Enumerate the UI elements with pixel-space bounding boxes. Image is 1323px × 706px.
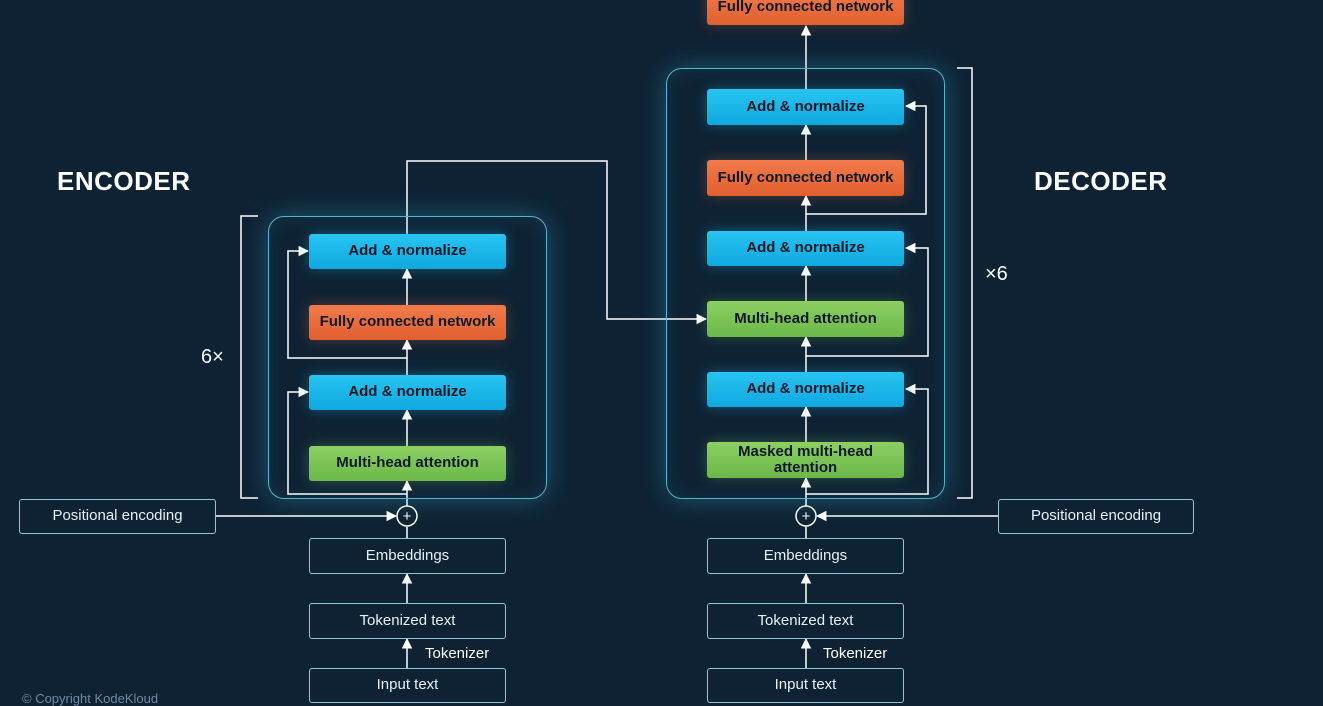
encoder-input-text: Input text <box>309 668 506 703</box>
encoder-positional-encoding: Positional encoding <box>19 499 216 534</box>
decoder-add-normalize-2: Add & normalize <box>707 231 904 266</box>
encoder-embeddings: Embeddings <box>309 538 506 574</box>
decoder-masked-multi-head-attention: Masked multi-head attention <box>707 442 904 478</box>
encoder-repeat-bracket <box>240 215 258 499</box>
decoder-repeat-count: ×6 <box>985 263 1008 285</box>
decoder-positional-encoding: Positional encoding <box>998 499 1194 534</box>
decoder-repeat-bracket <box>957 67 973 499</box>
decoder-tokenizer-label: Tokenizer <box>823 645 888 662</box>
encoder-add-normalize-bottom: Add & normalize <box>309 375 506 410</box>
encoder-heading: ENCODER <box>57 166 191 196</box>
decoder-sum-symbol: + <box>802 508 811 525</box>
encoder-tokenized-text: Tokenized text <box>309 603 506 639</box>
encoder-sum-node: + <box>396 505 418 527</box>
decoder-input-text: Input text <box>707 668 904 703</box>
encoder-repeat-count: 6× <box>201 346 224 368</box>
edge-dec-residual-2 <box>806 242 929 357</box>
decoder-add-normalize-3: Add & normalize <box>707 89 904 125</box>
decoder-fully-connected-network: Fully connected network <box>707 160 904 196</box>
copyright-watermark: © Copyright KodeKloud <box>22 691 159 706</box>
encoder-fully-connected-network: Fully connected network <box>309 305 506 340</box>
decoder-tokenized-text: Tokenized text <box>707 603 904 639</box>
encoder-add-normalize-top: Add & normalize <box>309 234 506 269</box>
encoder-tokenizer-label: Tokenizer <box>425 645 490 662</box>
decoder-sum-node: + <box>795 505 817 527</box>
encoder-layer-stack <box>268 216 547 499</box>
decoder-embeddings: Embeddings <box>707 538 904 574</box>
edge-enc-residual-top <box>287 245 407 359</box>
decoder-add-normalize-1: Add & normalize <box>707 372 904 407</box>
edge-dec-residual-3 <box>806 100 927 215</box>
decoder-heading: DECODER <box>1034 166 1168 196</box>
encoder-sum-symbol: + <box>403 508 412 525</box>
edge-enc-residual-bottom <box>287 386 407 495</box>
decoder-multi-head-attention: Multi-head attention <box>707 301 904 337</box>
encoder-multi-head-attention: Multi-head attention <box>309 446 506 481</box>
decoder-layer-stack <box>666 68 945 499</box>
edge-encoder-to-decoder <box>406 160 708 325</box>
edge-dec-residual-1 <box>806 383 929 495</box>
decoder-output-fully-connected-network: Fully connected network <box>707 0 904 25</box>
